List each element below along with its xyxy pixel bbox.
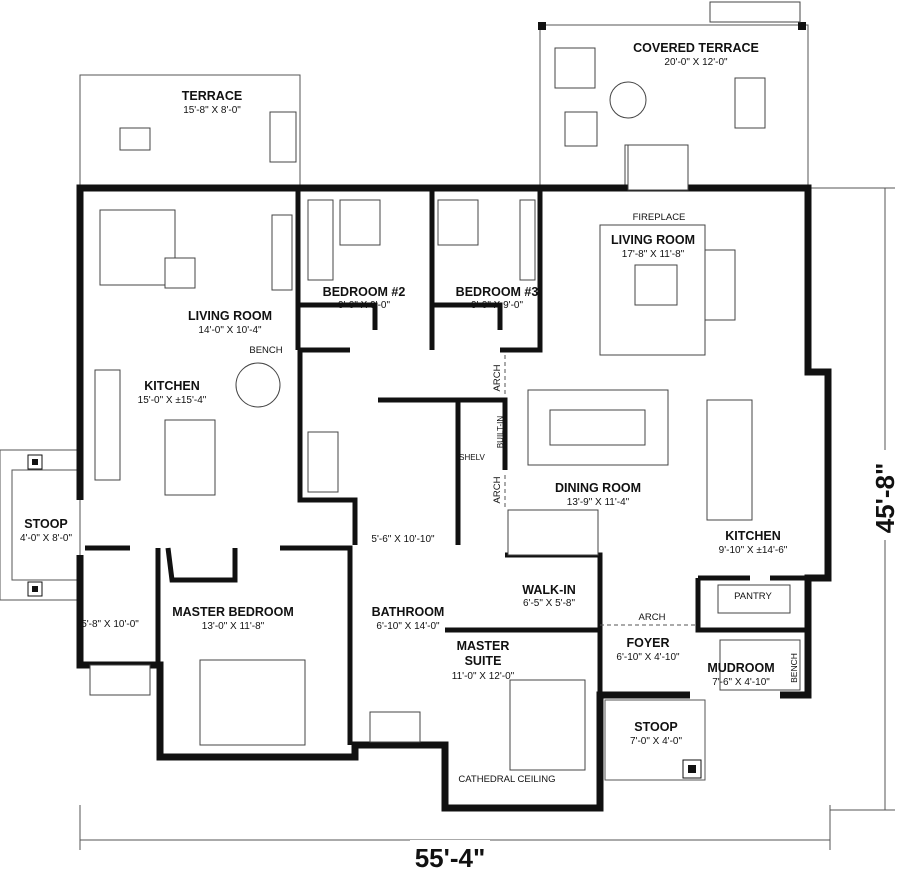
master-suite-label-line2: SUITE (465, 654, 502, 668)
bath-hall-size: 5'-6" X 10'-10" (371, 534, 435, 545)
furniture (89, 144, 801, 771)
master-suite-size: 11'-0" X 12'-0" (452, 671, 515, 682)
mudroom-label: MUDROOM (707, 661, 774, 675)
walk-in-size: 6'-5" X 5'-8" (523, 598, 576, 609)
shelv-note: SHELV (459, 453, 485, 462)
arch-top-note: ARCH (492, 364, 503, 391)
covered-terrace-label: COVERED TERRACE (633, 41, 759, 55)
master-bedroom-label: MASTER BEDROOM (172, 605, 294, 619)
cathedral-ceiling-note: CATHEDRAL CEILING (458, 774, 555, 785)
stoop-left-label: STOOP (24, 517, 68, 531)
stoop-left-outline (0, 449, 81, 601)
covered-terrace-size: 20'-0" X 12'-0" (664, 57, 728, 68)
terrace-size: 15'-8" X 8'-0" (183, 105, 241, 116)
stoop-front-size: 7'-0" X 4'-0" (630, 736, 683, 747)
foyer-label: FOYER (626, 636, 669, 650)
overall-width-dimension: 55'-4" (415, 843, 486, 873)
pantry-note: PANTRY (734, 591, 772, 602)
master-bedroom-size: 13'-0" X 11'-8" (202, 621, 265, 632)
dining-room-label: DINING ROOM (555, 481, 641, 495)
kitchen-left-label: KITCHEN (144, 379, 200, 393)
bedroom2-label: BEDROOM #2 (323, 285, 406, 299)
living-room-right-label: LIVING ROOM (611, 233, 695, 247)
living-room-left-size: 14'-0" X 10'-4" (198, 325, 262, 336)
terrace-label: TERRACE (182, 89, 242, 103)
terrace-outline (79, 74, 301, 188)
arch-foyer-note: ARCH (639, 612, 666, 623)
bench-mudroom-note: BENCH (789, 653, 799, 683)
master-suite-label-line1: MASTER (457, 639, 510, 653)
bathroom-size: 6'-10" X 14'-0" (376, 621, 440, 632)
living-room-left-label: LIVING ROOM (188, 309, 272, 323)
mudroom-size: 7'-6" X 4'-10" (712, 677, 770, 688)
stoop-front-label: STOOP (634, 720, 678, 734)
overall-depth-dimension: 45'-8" (870, 463, 900, 534)
living-room-right-size: 17'-8" X 11'-8" (622, 249, 685, 260)
kitchen-right-label: KITCHEN (725, 529, 781, 543)
bedroom2-size: 9'-0" X 9'-0" (338, 300, 391, 311)
built-in-note: BUILT-IN (496, 416, 505, 449)
foyer-size: 6'-10" X 4'-10" (616, 652, 680, 663)
bedroom3-size: 9'-0" X 9'-0" (471, 300, 524, 311)
stoop-front-outline (604, 699, 706, 781)
kitchen-left-size: 15'-0" X ±15'-4" (138, 395, 207, 406)
bench-kitchen-note: BENCH (249, 345, 282, 356)
bathroom-label: BATHROOM (372, 605, 445, 619)
master-bath-size: 5'-8" X 10'-0" (81, 619, 139, 630)
fireplace-note: FIREPLACE (633, 212, 686, 223)
bedroom3-label: BEDROOM #3 (456, 285, 539, 299)
stoop-left-size: 4'-0" X 8'-0" (20, 533, 73, 544)
kitchen-right-size: 9'-10" X ±14'-6" (719, 545, 788, 556)
walk-in-label: WALK-IN (522, 583, 575, 597)
dining-room-size: 13'-9" X 11'-4" (567, 497, 630, 508)
arch-bottom-note: ARCH (492, 476, 503, 503)
